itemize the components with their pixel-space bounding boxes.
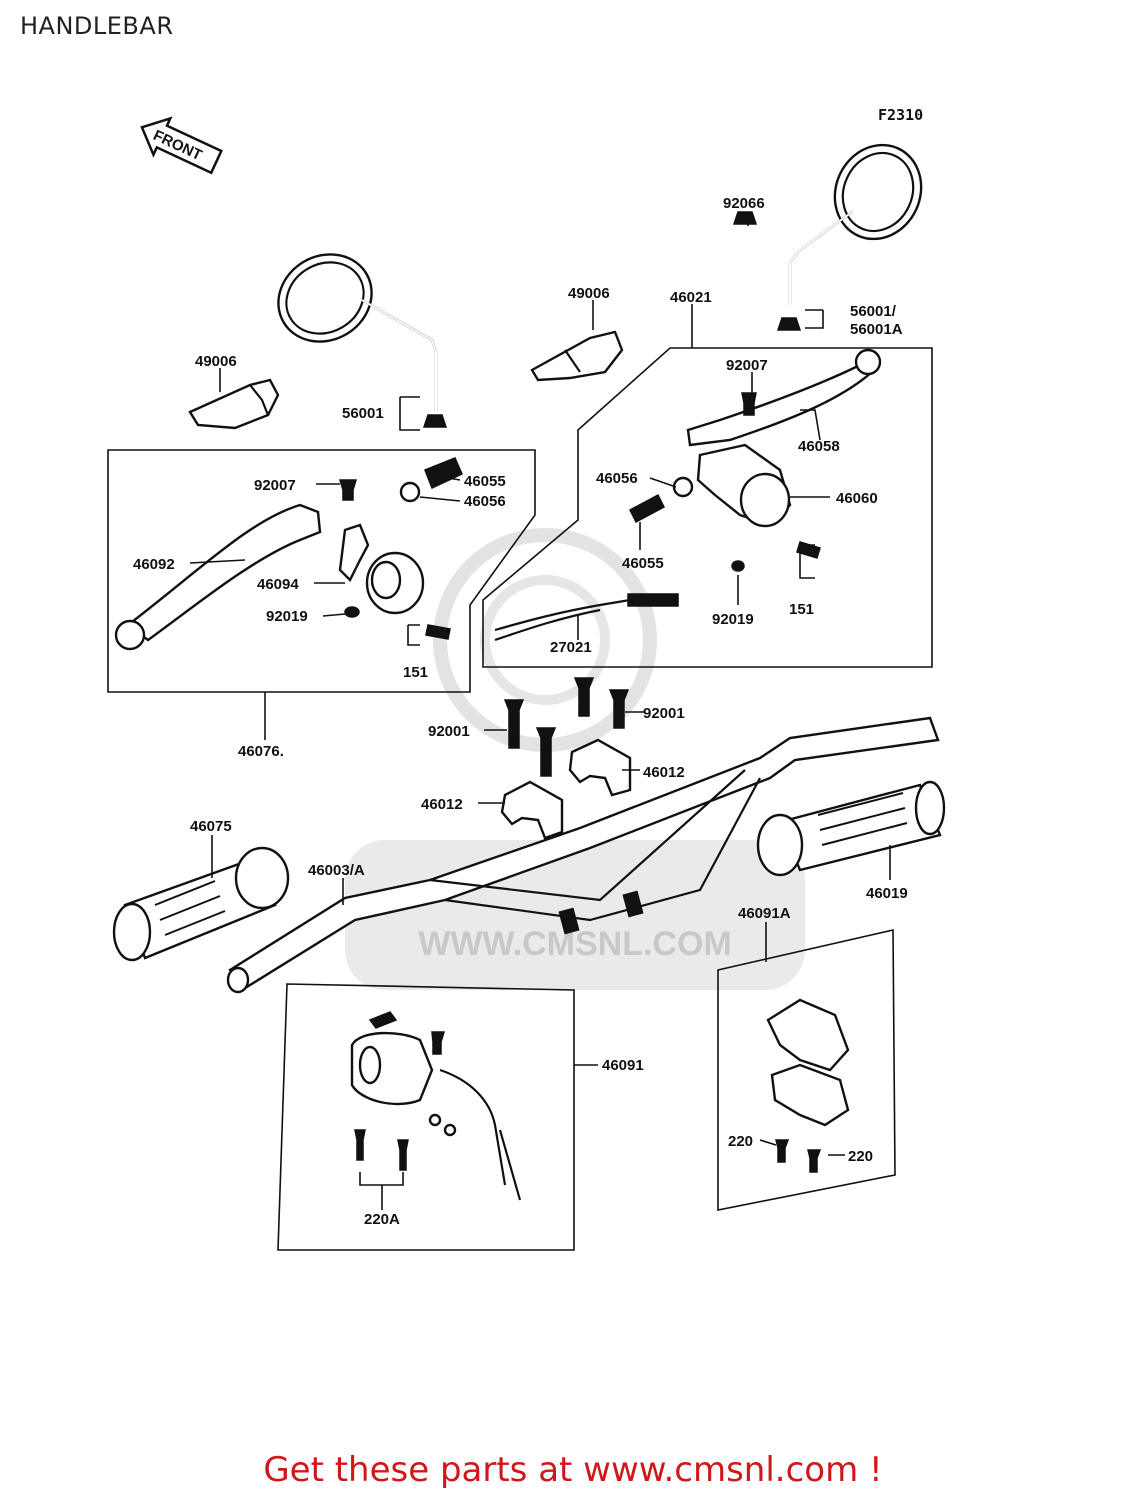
handlebar-clamps-46012 (500, 738, 632, 840)
pivot-bolt-92007-left-icon (338, 479, 358, 501)
washer-46056-right-icon (672, 476, 694, 498)
right-lever-assembly-box (482, 347, 933, 668)
label-46092: 46092 (133, 556, 175, 573)
nut-92019-right-icon (731, 560, 745, 572)
label-46091: 46091 (602, 1057, 644, 1074)
master-cylinder-46060 (696, 443, 792, 528)
left-switch-box (277, 983, 575, 1251)
page-title: HANDLEBAR (20, 12, 174, 40)
right-switch-box (717, 928, 896, 1211)
label-27021: 27021 (550, 639, 592, 656)
screw-151-left-icon (425, 624, 451, 640)
label-46019: 46019 (866, 885, 908, 902)
label-56001-right: 56001/ (850, 303, 897, 320)
label-92007-right: 92007 (726, 357, 768, 374)
label-46076: 46076. (238, 743, 284, 760)
left-mirror (277, 253, 448, 428)
part-92066-icon (732, 211, 758, 225)
adjuster-46055-right-icon (629, 493, 665, 524)
label-46060: 46060 (836, 490, 878, 507)
clamp-bolts-92001 (503, 677, 630, 777)
right-grip-46019 (756, 780, 946, 877)
label-92066: 92066 (723, 195, 765, 212)
label-46003: 46003/A (308, 862, 365, 879)
label-220a: 220A (364, 1211, 400, 1228)
label-92001-right: 92001 (643, 705, 685, 722)
label-46055-right: 46055 (622, 555, 664, 572)
label-49006-left: 49006 (195, 353, 237, 370)
brake-switch-cable (494, 593, 679, 642)
label-46055-left: 46055 (464, 473, 506, 490)
label-92007-left: 92007 (254, 477, 296, 494)
label-46094: 46094 (257, 576, 299, 593)
left-lever-boot (188, 378, 280, 430)
label-92001-left: 92001 (428, 723, 470, 740)
label-220-right: 220 (848, 1148, 873, 1165)
label-46058: 46058 (798, 438, 840, 455)
label-49006-right: 49006 (568, 285, 610, 302)
label-46012-left: 46012 (421, 796, 463, 813)
label-46012-right: 46012 (643, 764, 685, 781)
label-46091a: 46091A (738, 905, 791, 922)
label-56001a-right: 56001A (850, 321, 903, 338)
left-grip-46075 (112, 846, 290, 962)
right-lever-boot (530, 330, 624, 382)
parts-diagram: WWW.CMSNL.COM F2310 FRONT (107, 106, 946, 1251)
part-labels: 49006 49006 56001 56001/ 56001A 92066 46… (133, 195, 908, 1228)
label-46056-left: 46056 (464, 493, 506, 510)
label-92019-right: 92019 (712, 611, 754, 628)
label-220-left: 220 (728, 1133, 753, 1150)
left-lever-assembly-box (107, 449, 536, 693)
right-mirror (776, 143, 923, 331)
footer-cta-link[interactable]: Get these parts at www.cmsnl.com ! (263, 1450, 883, 1490)
adjuster-46055-left-icon (399, 457, 463, 503)
label-151-left: 151 (403, 664, 428, 681)
clutch-lever (114, 503, 322, 651)
nut-92019-left-icon (344, 606, 360, 618)
lever-holder-46094 (338, 523, 425, 615)
front-brake-lever (686, 348, 882, 447)
label-151-right: 151 (789, 601, 814, 618)
figure-code: F2310 (878, 106, 923, 124)
front-arrow-icon: FRONT (140, 116, 223, 175)
label-46021: 46021 (670, 289, 712, 306)
label-46056-right: 46056 (596, 470, 638, 487)
label-46075: 46075 (190, 818, 232, 835)
label-56001: 56001 (342, 405, 384, 422)
pivot-bolt-92007-right-icon (741, 392, 757, 416)
leader-lines (189, 212, 891, 1210)
label-92019-left: 92019 (266, 608, 308, 625)
screw-151-right-icon (796, 541, 821, 559)
handlebar-46003 (226, 716, 940, 994)
